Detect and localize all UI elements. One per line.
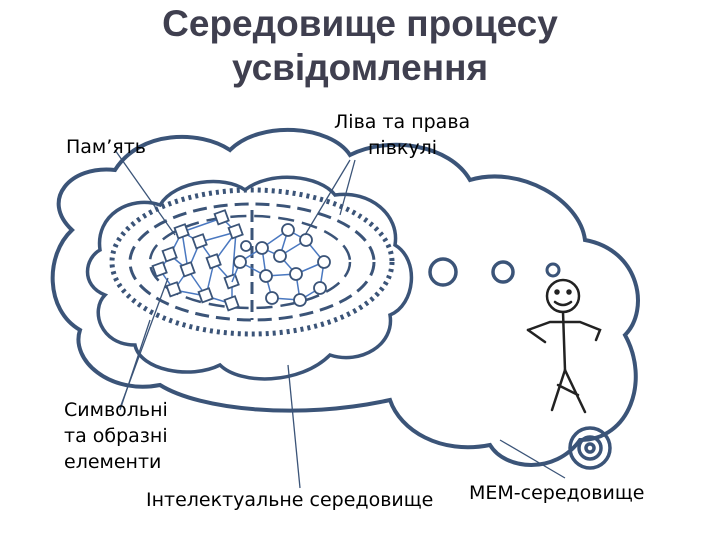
dashed-ring-middle xyxy=(128,202,376,322)
intellectual-environment-cloud xyxy=(85,175,414,381)
mem-environment-label: МЕМ-середовище xyxy=(469,482,645,504)
thought-bubble-large xyxy=(428,257,458,287)
stick-figure xyxy=(526,278,602,414)
thought-bubble-small xyxy=(491,260,515,284)
right-hemisphere-nodes xyxy=(233,223,331,307)
title-line-1: Середовище процесу xyxy=(162,3,558,44)
hemispheres-label-line-1: Ліва та права xyxy=(334,111,471,133)
left-hemisphere-nodes xyxy=(151,209,244,312)
dashed-ring-inner xyxy=(148,214,352,310)
spiral-symbol xyxy=(568,426,612,470)
symbols-label-line-1: Символьні xyxy=(64,399,168,421)
thought-bubble-tiny xyxy=(545,262,561,278)
title-line-2: усвідомлення xyxy=(231,47,489,88)
symbols-label-line-2: та образні xyxy=(64,425,168,447)
intellectual-environment-label: Інтелектуальне середовище xyxy=(146,489,434,511)
symbols-label-line-3: елементи xyxy=(64,451,162,473)
leader-lines xyxy=(114,149,566,489)
dotted-ring-outer xyxy=(109,187,395,337)
memory-label: Пам’ять xyxy=(66,136,146,158)
mem-environment-cloud xyxy=(50,127,640,467)
hemispheres-label-line-2: півкулі xyxy=(368,137,438,159)
